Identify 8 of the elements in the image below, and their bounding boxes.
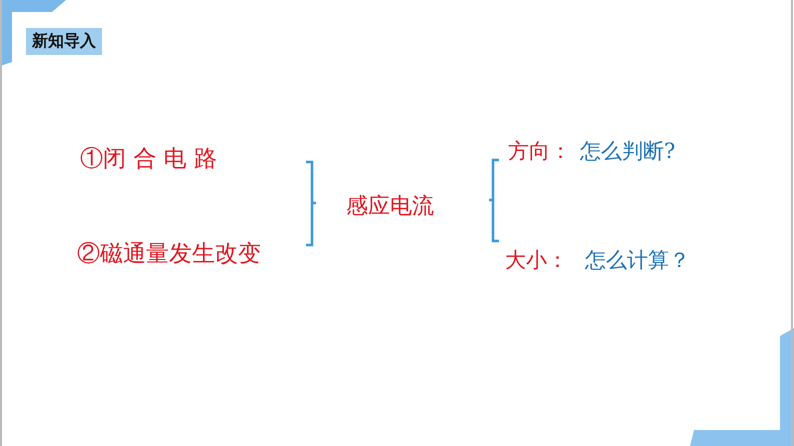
label-text: 怎么计算？ [585,247,690,274]
section-heading: 新知导入 [26,28,102,55]
label-text: ②磁通量发生改变 [77,240,261,269]
label-text: ①闭 合 电 路 [80,145,217,174]
label-text: 方向： [508,138,571,165]
label-text: 大小： [505,247,568,274]
label-text: 怎么判断? [580,138,676,165]
label-text: 感应电流 [346,193,434,221]
